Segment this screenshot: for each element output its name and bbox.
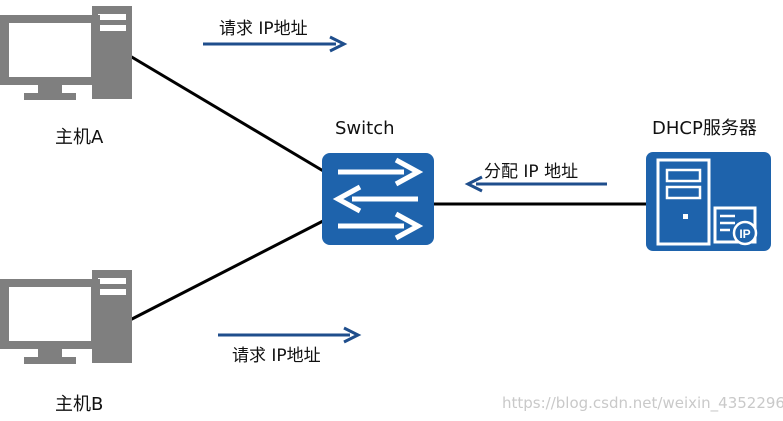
watermark: https://blog.csdn.net/weixin_43522969 [502,394,783,413]
link-host-a-switch [129,54,326,174]
dhcp-server-label: DHCP服务器 [652,118,757,139]
switch-icon [322,153,434,245]
host-b-computer-icon [0,270,132,364]
dhcp-server-icon: IP [646,152,771,251]
request-arrow-bottom [218,326,362,344]
host-a-computer-icon [0,6,132,100]
assign-label: 分配 IP 地址 [484,162,578,182]
host-a-label: 主机A [55,127,104,148]
request-arrow-top [203,35,348,53]
request-label-top: 请求 IP地址 [219,19,308,39]
host-b-label: 主机B [55,394,103,415]
link-host-b-switch [129,218,326,322]
server-ip-badge: IP [739,227,750,241]
switch-label: Switch [335,118,395,139]
request-label-bottom: 请求 IP地址 [232,346,321,366]
assign-arrow [464,175,607,193]
